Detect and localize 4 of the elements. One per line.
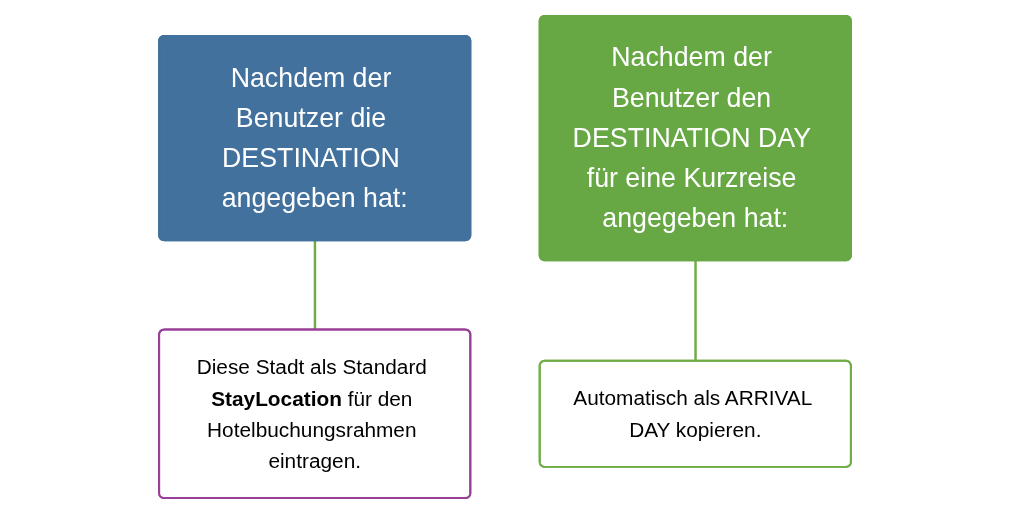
heading-box: Nachdem der Benutzer den DESTINATION DAY für eine Kurzreise angegeben hat: (538, 14, 852, 262)
process-box: Automatisch als ARRIVAL DAY kopieren. (538, 359, 852, 468)
heading-box: Nachdem der Benutzer die DESTINATION angegeben hat: (158, 35, 472, 242)
process-box: Diese Stadt als Standard StayLocation für den Hotelbuchungsrahmen eintragen. (158, 328, 472, 500)
